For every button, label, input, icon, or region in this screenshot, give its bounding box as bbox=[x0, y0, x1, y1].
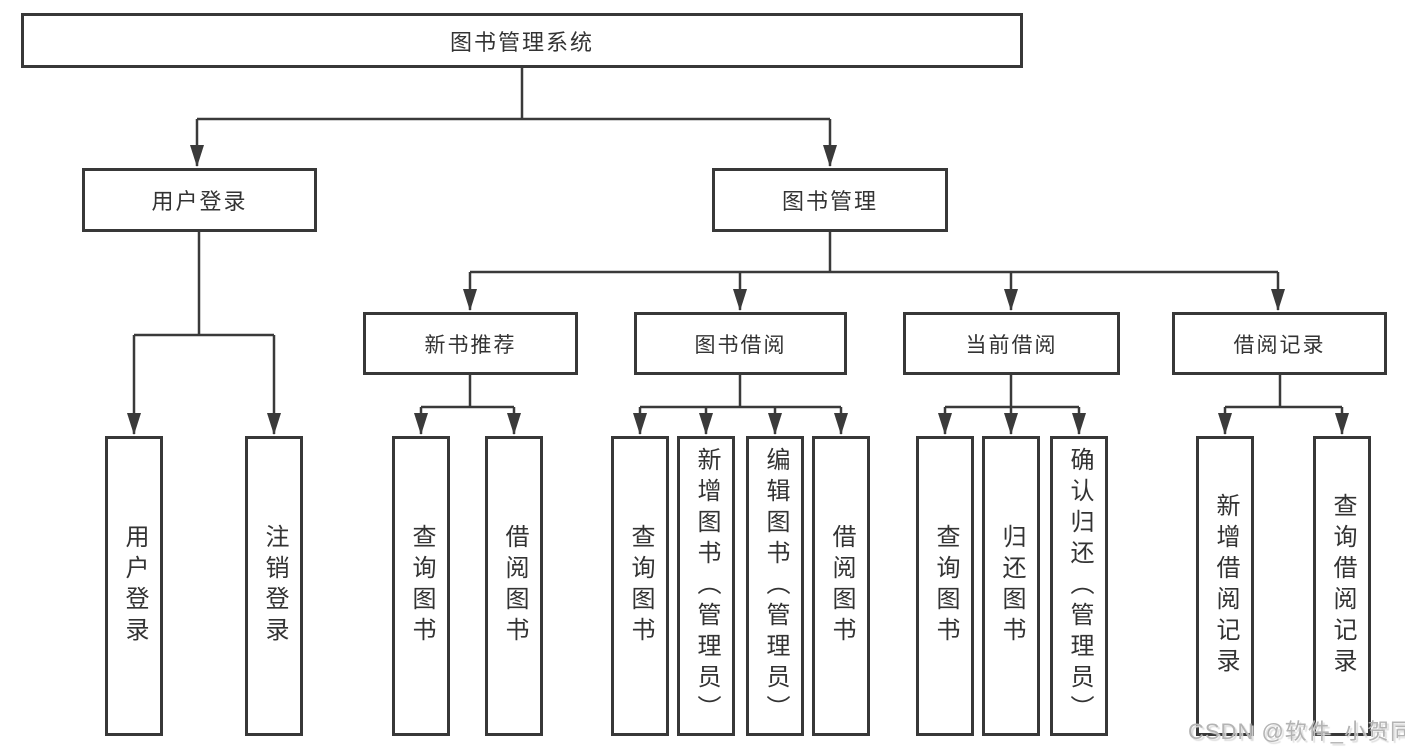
node-book-management: 图书管理 bbox=[712, 168, 948, 232]
node-user-login: 用户登录 bbox=[82, 168, 317, 232]
leaf-add-books-admin: 新增图书（管理员） bbox=[677, 436, 735, 736]
leaf-return-books: 归还图书 bbox=[982, 436, 1040, 736]
leaf-edit-books-admin: 编辑图书（管理员） bbox=[746, 436, 804, 736]
leaf-borrow-books-recommend: 借阅图书 bbox=[485, 436, 543, 736]
node-book-borrowing: 图书借阅 bbox=[634, 312, 847, 375]
leaf-logout: 注销登录 bbox=[245, 436, 303, 736]
leaf-query-borrow-record: 查询借阅记录 bbox=[1313, 436, 1371, 736]
leaf-borrow-books: 借阅图书 bbox=[812, 436, 870, 736]
node-borrowing-records: 借阅记录 bbox=[1172, 312, 1387, 375]
leaf-query-books-recommend: 查询图书 bbox=[392, 436, 450, 736]
leaf-query-books-borrow: 查询图书 bbox=[611, 436, 669, 736]
leaf-query-books-current: 查询图书 bbox=[916, 436, 974, 736]
node-current-borrowing: 当前借阅 bbox=[903, 312, 1120, 375]
node-library-management-system: 图书管理系统 bbox=[21, 13, 1023, 68]
node-new-book-recommendation: 新书推荐 bbox=[363, 312, 578, 375]
leaf-user-login: 用户登录 bbox=[105, 436, 163, 736]
connector-trunks bbox=[134, 68, 1342, 409]
connector-arrows bbox=[127, 119, 1349, 435]
leaf-add-borrow-record: 新增借阅记录 bbox=[1196, 436, 1254, 736]
leaf-confirm-return-admin: 确认归还（管理员） bbox=[1050, 436, 1108, 736]
csdn-watermark: CSDN @软件_小贺同学 bbox=[1188, 719, 1405, 744]
